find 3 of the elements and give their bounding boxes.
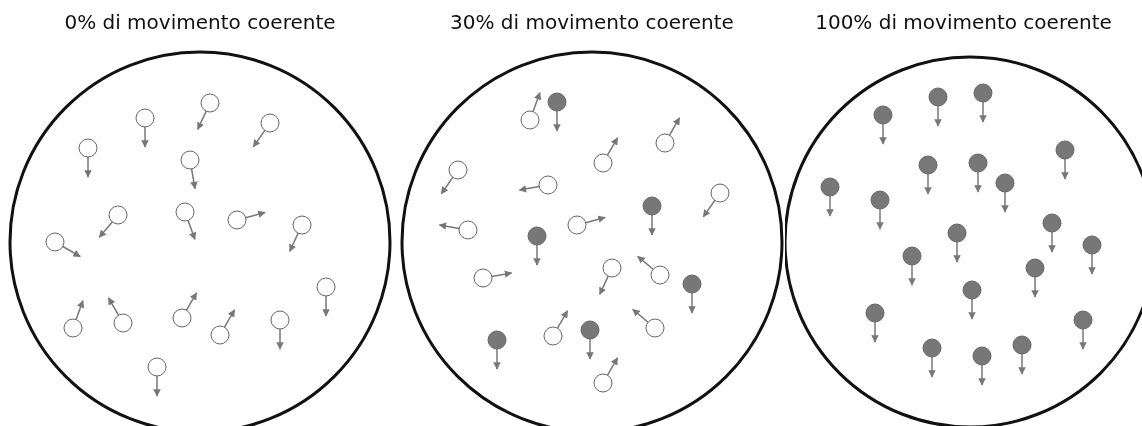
panel-heading: 0% di movimento coerente	[63, 10, 337, 34]
panel-heading: 30% di movimento coerente	[449, 10, 735, 34]
panel-heading: 100% di movimento coerente	[814, 10, 1113, 34]
